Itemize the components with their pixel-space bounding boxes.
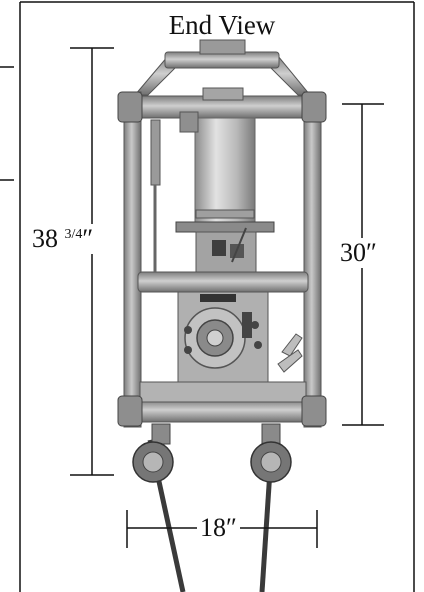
overall-height-dimension-line bbox=[70, 47, 114, 476]
left-caster-wheel bbox=[132, 423, 174, 483]
frame-height-label: 30″ bbox=[338, 238, 379, 268]
top-arch bbox=[133, 39, 312, 96]
frame-posts bbox=[123, 91, 322, 428]
gearbox bbox=[177, 291, 303, 383]
corner-fittings bbox=[117, 91, 327, 427]
wheel-width-label: 18″ bbox=[197, 513, 240, 543]
right-caster-wheel bbox=[250, 423, 292, 483]
gas-strut bbox=[150, 119, 161, 272]
overall-height-fraction: 3/4 bbox=[64, 227, 83, 242]
overall-height-label: 38 3/4″ bbox=[30, 224, 96, 254]
overall-height-unit: ″ bbox=[82, 224, 94, 253]
edge-marks bbox=[0, 66, 14, 181]
view-title: End View bbox=[168, 10, 276, 40]
overall-height-whole: 38 bbox=[32, 224, 58, 253]
motor bbox=[175, 87, 275, 273]
frame-rails bbox=[121, 95, 325, 423]
page-border bbox=[19, 1, 415, 592]
